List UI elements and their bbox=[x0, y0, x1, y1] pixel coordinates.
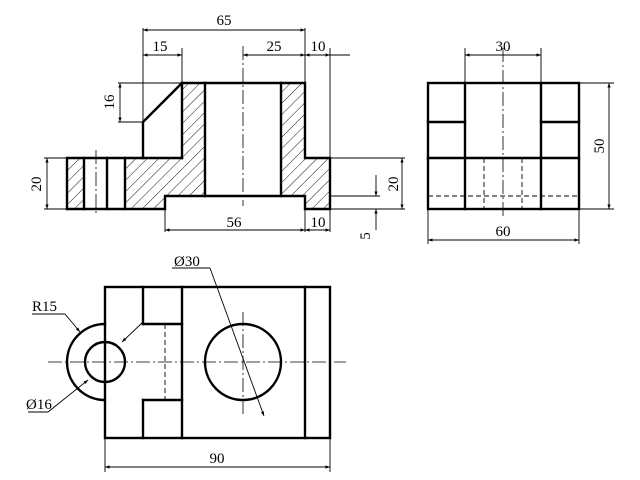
dim-10-top: 10 bbox=[311, 39, 326, 55]
dim-25: 25 bbox=[267, 39, 282, 55]
top-view: Ø30 R15 Ø16 90 bbox=[26, 254, 346, 472]
top-center-lines bbox=[48, 312, 346, 414]
top-dimension-lines bbox=[104, 438, 331, 472]
front-dimension-lines bbox=[45, 28, 404, 232]
dim-r15: R15 bbox=[32, 299, 57, 315]
dim-30: 30 bbox=[496, 39, 511, 55]
dim-20-right: 20 bbox=[386, 177, 402, 192]
dim-10-bottom: 10 bbox=[311, 215, 326, 231]
top-leaders bbox=[28, 267, 265, 417]
side-dimension-lines bbox=[427, 48, 614, 244]
side-hidden-lines bbox=[428, 158, 579, 209]
front-view: 65 15 25 10 16 20 20 56 10 5 bbox=[29, 13, 405, 240]
side-view: 30 50 60 bbox=[426, 39, 614, 244]
front-outline bbox=[65, 81, 332, 211]
dim-16: 16 bbox=[102, 94, 118, 110]
dim-60: 60 bbox=[496, 224, 511, 240]
dim-d16: Ø16 bbox=[26, 397, 52, 413]
dim-15: 15 bbox=[153, 39, 168, 55]
dim-20-left: 20 bbox=[29, 177, 45, 192]
dim-90: 90 bbox=[210, 451, 225, 467]
top-outline bbox=[65, 285, 332, 440]
dim-d30: Ø30 bbox=[174, 254, 200, 270]
section-hatching bbox=[67, 83, 330, 209]
side-outline bbox=[426, 81, 581, 211]
dim-65: 65 bbox=[217, 13, 232, 29]
dim-56: 56 bbox=[227, 215, 243, 231]
dim-50: 50 bbox=[592, 139, 608, 154]
front-extension-lines bbox=[44, 28, 405, 232]
dim-5: 5 bbox=[358, 232, 374, 240]
